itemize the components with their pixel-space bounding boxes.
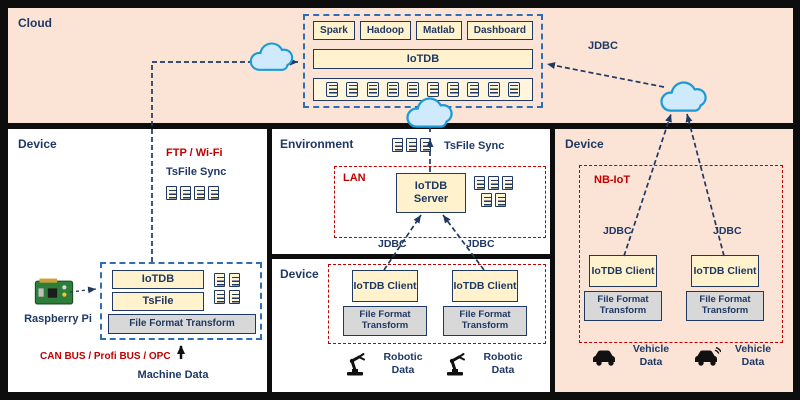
hadoop-box: Hadoop — [359, 21, 412, 40]
document-icon — [214, 290, 225, 304]
database-icon — [507, 82, 520, 97]
device-right-panel: Device NB-IoT JDBC JDBC IoTDB Client IoT… — [555, 129, 793, 392]
device-middle-panel: Device IoTDB Client IoTDB Client File Fo… — [272, 259, 550, 392]
edge-iotdb-box: IoTDB — [112, 270, 204, 289]
edge-tsfile-box: TsFile — [112, 292, 204, 311]
cloud-storage-box — [313, 78, 533, 101]
cloud-apps-row: Spark Hadoop Matlab Dashboard — [313, 21, 533, 40]
cloud-icon — [654, 80, 712, 121]
cloud-icon — [244, 41, 298, 80]
robot-arm-icon — [444, 351, 468, 382]
env-jdbc-right-label: JDBC — [466, 238, 495, 250]
cloud-jdbc-label: JDBC — [588, 40, 618, 52]
matlab-box: Matlab — [416, 21, 462, 40]
vehicle-icon — [591, 347, 619, 372]
document-icon — [406, 138, 417, 152]
device-left-panel: Device FTP / Wi-Fi TsFile Sync Raspberry… — [8, 129, 267, 392]
nbiot-group: NB-IoT — [579, 165, 783, 343]
right-jdbc-right-label: JDBC — [713, 225, 742, 237]
left-tsfile-sync-label: TsFile Sync — [166, 166, 227, 178]
vehicle-transform-right-box: File Format Transform — [686, 291, 764, 321]
device-middle-label: Device — [280, 267, 319, 281]
database-icon — [326, 82, 339, 97]
document-icon — [229, 290, 240, 304]
document-icon — [502, 176, 513, 190]
file-stack-icons — [166, 186, 219, 200]
database-icon — [467, 82, 480, 97]
document-icon — [214, 273, 225, 287]
connected-vehicle-icon — [693, 347, 722, 372]
cloud-panel-label: Cloud — [18, 16, 52, 30]
document-icon — [229, 273, 240, 287]
vehicle-transform-left-box: File Format Transform — [584, 291, 662, 321]
database-icon — [487, 82, 500, 97]
lan-label: LAN — [343, 172, 366, 184]
database-icon — [346, 82, 359, 97]
vehicle-client-left-box: IoTDB Client — [589, 255, 657, 287]
robotic-data-right-label: Robotic Data — [483, 351, 523, 376]
raspberry-pi-label: Raspberry Pi — [24, 313, 92, 325]
file-stack-icons — [392, 138, 431, 152]
vehicle-data-right-label: Vehicle Data — [734, 343, 772, 368]
document-icon — [180, 186, 191, 200]
file-stack-icons — [214, 273, 240, 304]
lan-group: LAN — [334, 166, 546, 238]
file-stack-icons — [474, 176, 513, 207]
database-icon — [427, 82, 440, 97]
cloud-iotdb-box: IoTDB — [313, 49, 533, 69]
ftp-wifi-label: FTP / Wi-Fi — [166, 147, 223, 159]
machine-data-label: Machine Data — [137, 369, 209, 381]
edge-transform-box: File Format Transform — [108, 314, 256, 334]
database-icon — [406, 82, 419, 97]
env-tsfile-sync-label: TsFile Sync — [444, 140, 505, 152]
bus-label: CAN BUS / Profi BUS / OPC — [40, 351, 171, 362]
cloud-iotdb-group: Spark Hadoop Matlab Dashboard IoTDB — [303, 14, 543, 108]
robot-arm-icon — [344, 351, 368, 382]
cloud-icon — [400, 96, 458, 137]
robotic-data-left-label: Robotic Data — [383, 351, 423, 376]
database-icon — [447, 82, 460, 97]
right-jdbc-left-label: JDBC — [603, 225, 632, 237]
document-icon — [166, 186, 177, 200]
vehicle-client-right-box: IoTDB Client — [691, 255, 759, 287]
raspberry-pi-icon — [34, 277, 74, 311]
environment-label: Environment — [280, 137, 354, 151]
nbiot-label: NB-IoT — [594, 174, 631, 186]
database-icon — [366, 82, 379, 97]
robotic-transform-right-box: File Format Transform — [443, 306, 527, 336]
env-jdbc-left-label: JDBC — [378, 238, 407, 250]
dashboard-box: Dashboard — [466, 21, 533, 40]
document-icon — [488, 176, 499, 190]
document-icon — [474, 176, 485, 190]
document-icon — [194, 186, 205, 200]
device-left-label: Device — [18, 137, 57, 151]
robotic-client-right-box: IoTDB Client — [452, 270, 518, 302]
document-icon — [420, 138, 431, 152]
document-icon — [392, 138, 403, 152]
robotic-client-left-box: IoTDB Client — [352, 270, 418, 302]
iotdb-server-box: IoTDB Server — [396, 173, 466, 213]
robotic-transform-left-box: File Format Transform — [343, 306, 427, 336]
document-icon — [481, 193, 492, 207]
database-icon — [386, 82, 399, 97]
vehicle-data-left-label: Vehicle Data — [632, 343, 670, 368]
device-right-label: Device — [565, 137, 604, 151]
spark-box: Spark — [313, 21, 355, 40]
document-icon — [208, 186, 219, 200]
edge-stack-group: IoTDB TsFile File Format Transform — [100, 262, 262, 340]
environment-panel: Environment TsFile Sync LAN IoTDB Server… — [272, 129, 550, 254]
robotic-clients-group — [328, 264, 546, 344]
document-icon — [495, 193, 506, 207]
